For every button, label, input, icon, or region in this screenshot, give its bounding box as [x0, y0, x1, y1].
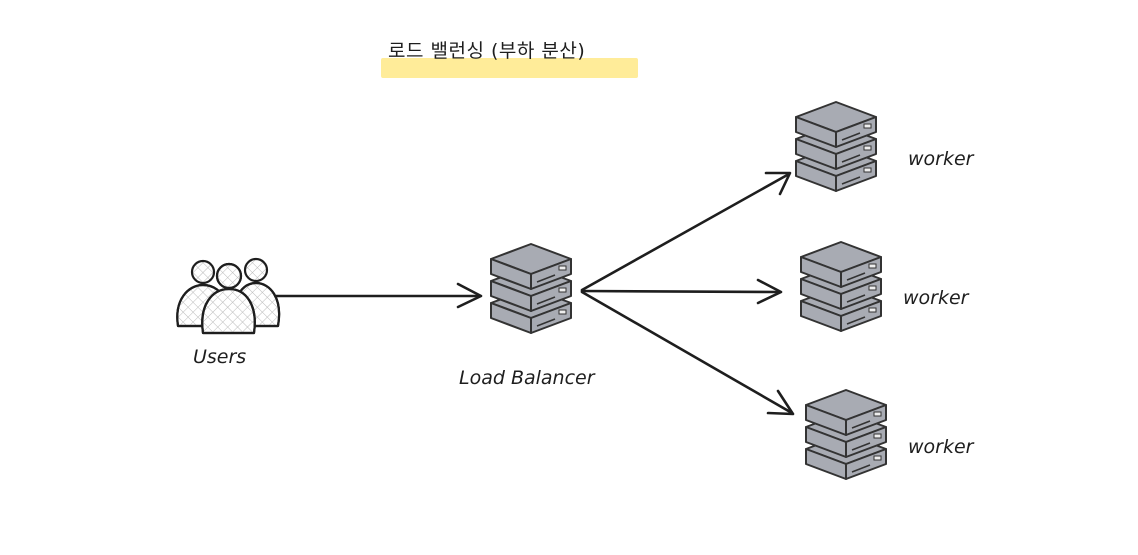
worker-1-label: worker [908, 148, 974, 170]
title-highlight [381, 58, 638, 78]
diagram-title: 로드 밸런싱 (부하 분산) [388, 40, 586, 62]
load-balancer-label: Load Balancer [459, 367, 595, 389]
arrow-lb-to-worker-1 [580, 171, 792, 292]
worker-3-label: worker [908, 436, 974, 458]
worker-3-server-icon [806, 390, 886, 479]
arrow-lb-to-worker-2 [580, 278, 783, 305]
users-label: Users [193, 346, 247, 368]
worker-2-label: worker [903, 287, 969, 309]
worker-1-server-icon [796, 102, 876, 191]
arrow-lb-to-worker-3 [580, 290, 795, 416]
arrow-users-to-lb [274, 282, 483, 309]
worker-2-server-icon [801, 242, 881, 331]
load-balancer-server-icon [491, 244, 571, 333]
users-icon [176, 257, 281, 335]
